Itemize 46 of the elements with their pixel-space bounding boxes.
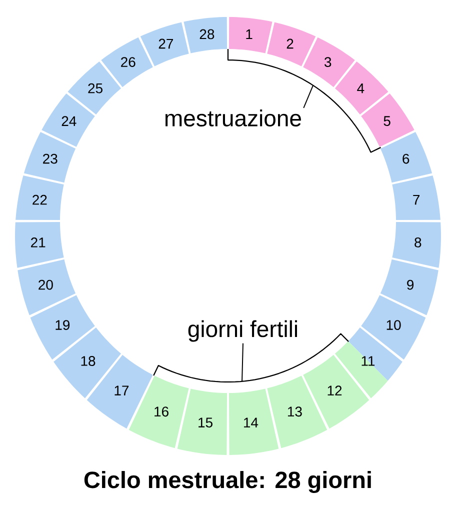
caption: Ciclo mestruale: 28 giorni bbox=[84, 471, 371, 493]
day-segment: 21 bbox=[15, 222, 64, 268]
day-segment: 6 bbox=[380, 132, 432, 183]
node-label: 8 bbox=[414, 237, 422, 248]
day-segment: 3 bbox=[303, 37, 355, 88]
node-label: 20 bbox=[38, 280, 53, 290]
day-segment: 1 bbox=[228, 17, 272, 54]
day-segment: 22 bbox=[16, 175, 64, 220]
node-label: 2 bbox=[286, 38, 294, 49]
day-segment: 24 bbox=[42, 94, 95, 147]
node-label: 28 bbox=[200, 29, 214, 40]
day-segment: 15 bbox=[177, 388, 228, 455]
node-label: 23 bbox=[43, 154, 58, 164]
node-label: 10 bbox=[386, 320, 401, 330]
node-label: 22 bbox=[32, 194, 47, 205]
day-segment: 20 bbox=[18, 259, 76, 316]
day-segment: 28 bbox=[184, 17, 228, 54]
node-label: 21 bbox=[31, 238, 46, 248]
node-label: 19 bbox=[56, 320, 70, 330]
leader-line bbox=[242, 342, 244, 382]
node-label: 14 bbox=[244, 418, 258, 428]
node-label: 27 bbox=[158, 38, 174, 49]
node-label: 15 bbox=[198, 418, 212, 428]
leader-line bbox=[303, 84, 314, 108]
day-segment: 16 bbox=[128, 376, 189, 448]
day-segment: 27 bbox=[140, 22, 189, 66]
node-label: 6 bbox=[402, 154, 410, 164]
callout-label: mestruazione bbox=[166, 110, 301, 126]
callout-label: giorni fertili bbox=[188, 320, 297, 342]
node-label: 24 bbox=[62, 116, 76, 126]
day-segment: 23 bbox=[24, 132, 76, 183]
day-segment: 14 bbox=[228, 388, 279, 455]
node-label: 1 bbox=[246, 29, 252, 40]
day-segment: 8 bbox=[392, 222, 441, 268]
day-segment: 26 bbox=[101, 37, 153, 88]
day-segment: 13 bbox=[267, 376, 328, 448]
node-label: 9 bbox=[407, 280, 414, 290]
day-segment: 7 bbox=[392, 175, 440, 220]
node-label: 16 bbox=[154, 406, 168, 417]
day-segment: 4 bbox=[334, 61, 388, 115]
day-segment: 2 bbox=[267, 22, 316, 66]
node-label: 13 bbox=[288, 406, 302, 417]
day-segment: 9 bbox=[380, 259, 438, 316]
day-segment: 5 bbox=[361, 94, 414, 147]
node-label: 7 bbox=[413, 194, 420, 205]
day-segment: 25 bbox=[68, 61, 122, 115]
